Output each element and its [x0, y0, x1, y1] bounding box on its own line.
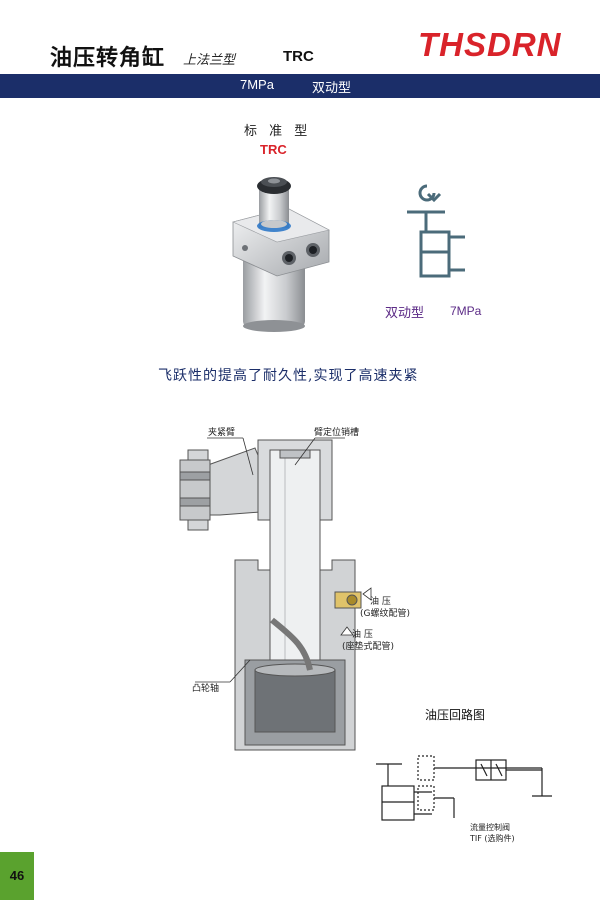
- circuit-diagram: [376, 755, 552, 821]
- label-oil-port-1-type: (G螺纹配管): [360, 609, 410, 619]
- bar-action-type: 双动型: [312, 81, 352, 96]
- label-clamp-arm: 夹紧臂: [208, 428, 236, 438]
- label-cam-shaft: 凸轮轴: [192, 684, 220, 694]
- product-photo: [232, 177, 330, 332]
- product-type-label: 标 准 型: [244, 124, 312, 139]
- bar-pressure: 7MPa: [240, 77, 274, 92]
- label-oil-port-2-type: (座垫式配管): [342, 642, 395, 652]
- product-type-model: TRC: [260, 142, 287, 157]
- page-title: 油压转角缸: [50, 46, 166, 71]
- page-number-box: [0, 852, 34, 900]
- page-number: 46: [9, 868, 25, 883]
- valve-label: 流量控制阀: [470, 823, 510, 832]
- symbol-label: 双动型: [385, 306, 425, 321]
- valve-model: TIF (选购件): [470, 834, 515, 843]
- header-bar: [0, 74, 600, 98]
- circuit-title: 油压回路图: [425, 708, 486, 722]
- label-arm-pin-groove: 臂定位销槽: [314, 428, 360, 438]
- section-drawing: [179, 439, 362, 751]
- symbol-pressure: 7MPa: [450, 304, 482, 318]
- model-code: TRC: [283, 48, 314, 65]
- leader-lines: [195, 437, 372, 683]
- brand-logo: THSDRN: [418, 26, 562, 63]
- page-subtitle: 上法兰型: [183, 53, 236, 68]
- label-oil-port-1: 油 压: [370, 597, 391, 607]
- label-oil-port-2: 油 压: [352, 630, 373, 640]
- feature-text: 飞跃性的提高了耐久性,实现了高速夹紧: [158, 368, 419, 384]
- double-acting-symbol: [407, 184, 465, 278]
